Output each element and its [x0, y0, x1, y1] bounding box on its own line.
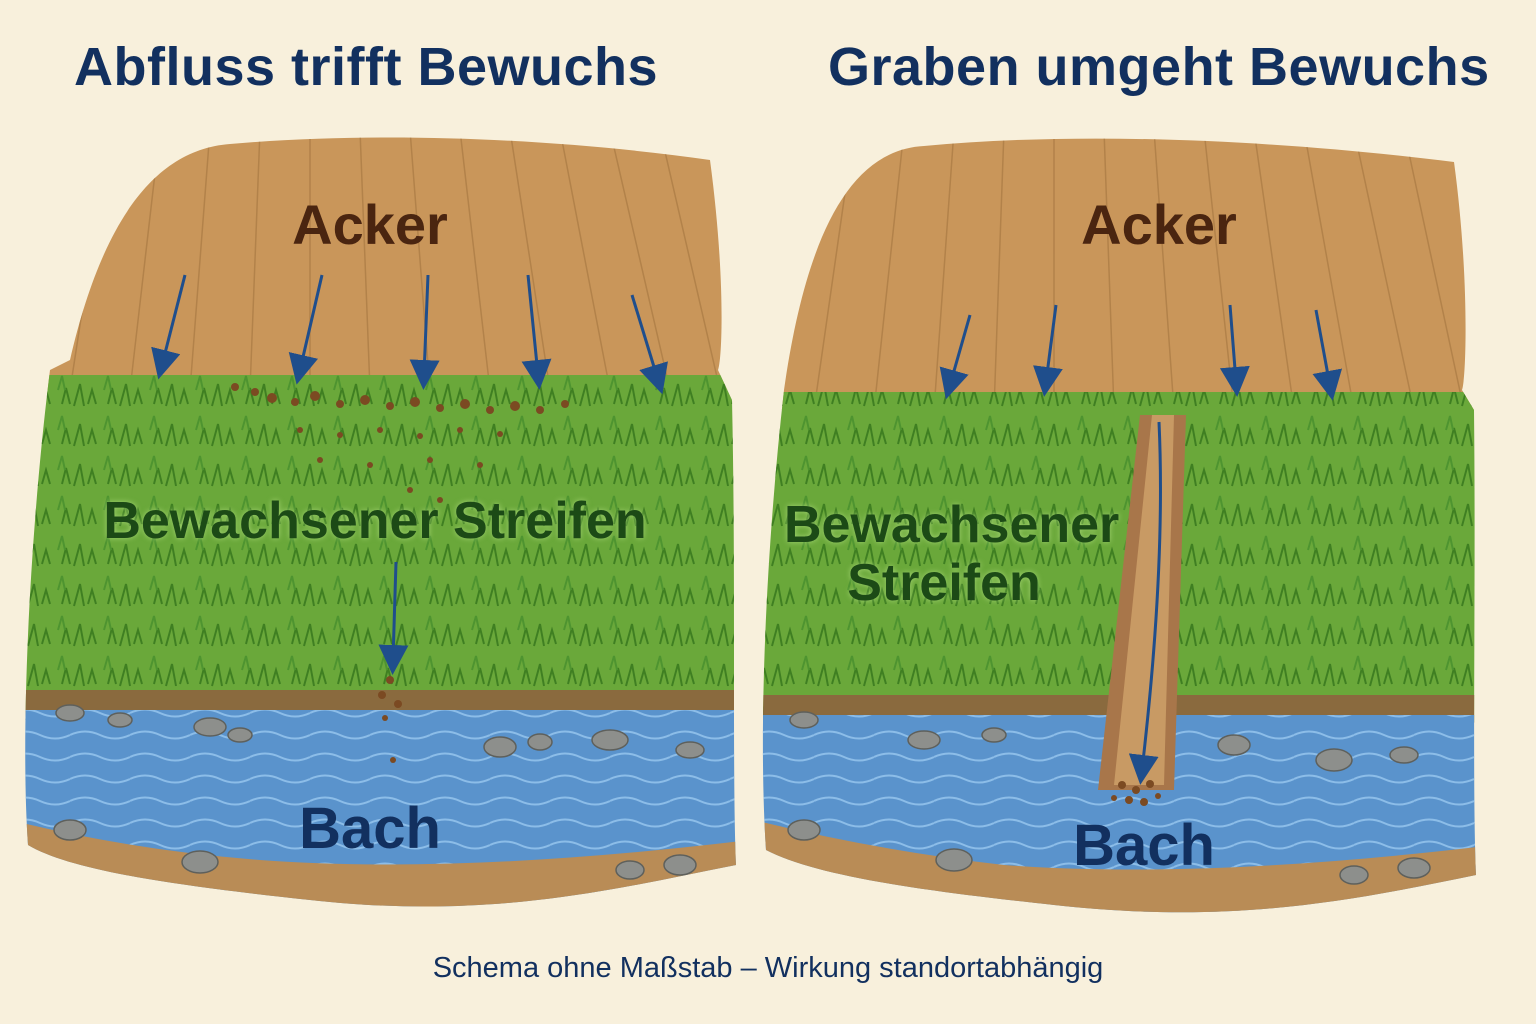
soil-particles	[231, 383, 569, 763]
runoff-arrow	[378, 561, 409, 675]
runoff-arrows	[939, 304, 1343, 785]
runoff-arrow	[151, 274, 187, 380]
soil-particles	[1111, 780, 1161, 806]
field-area	[25, 137, 737, 390]
runoff-arrow	[630, 294, 668, 395]
left-scene: Acker Bewachsener Streifen Bach	[10, 130, 750, 920]
runoff-arrow	[1312, 309, 1343, 401]
strip-label: Bewachsener Streifen	[103, 492, 647, 550]
runoff-arrow	[1219, 304, 1250, 397]
field-label: Acker	[1081, 193, 1237, 256]
strip-label-line-2: Streifen	[847, 554, 1041, 612]
caption: Schema ohne Maßstab – Wirkung standortab…	[432, 952, 1104, 984]
stones	[787, 711, 1431, 885]
runoff-arrow	[409, 274, 440, 390]
field-label: Acker	[292, 193, 448, 256]
field-area	[762, 138, 1476, 410]
left-scene-illustration	[25, 137, 737, 907]
right-scene-illustration	[762, 138, 1476, 913]
stones	[53, 704, 705, 880]
runoff-arrow	[288, 274, 324, 385]
ditch-flow-arrow	[1128, 421, 1162, 785]
runoff-arrow	[1033, 304, 1063, 397]
left-panel-title: Abfluss trifft Bewuchs	[74, 37, 659, 97]
runoff-arrow	[521, 274, 552, 390]
right-scene: Acker Bewachsener Streifen Bach	[754, 130, 1494, 920]
stream-label: Bach	[299, 796, 441, 861]
strip-label-line-1: Bewachsener	[784, 496, 1120, 554]
runoff-arrow	[939, 314, 972, 400]
strip-label: Bewachsener Streifen	[784, 496, 1120, 612]
right-panel-title: Graben umgeht Bewuchs	[828, 37, 1490, 97]
runoff-arrows	[151, 274, 668, 675]
stream-label: Bach	[1073, 813, 1215, 878]
